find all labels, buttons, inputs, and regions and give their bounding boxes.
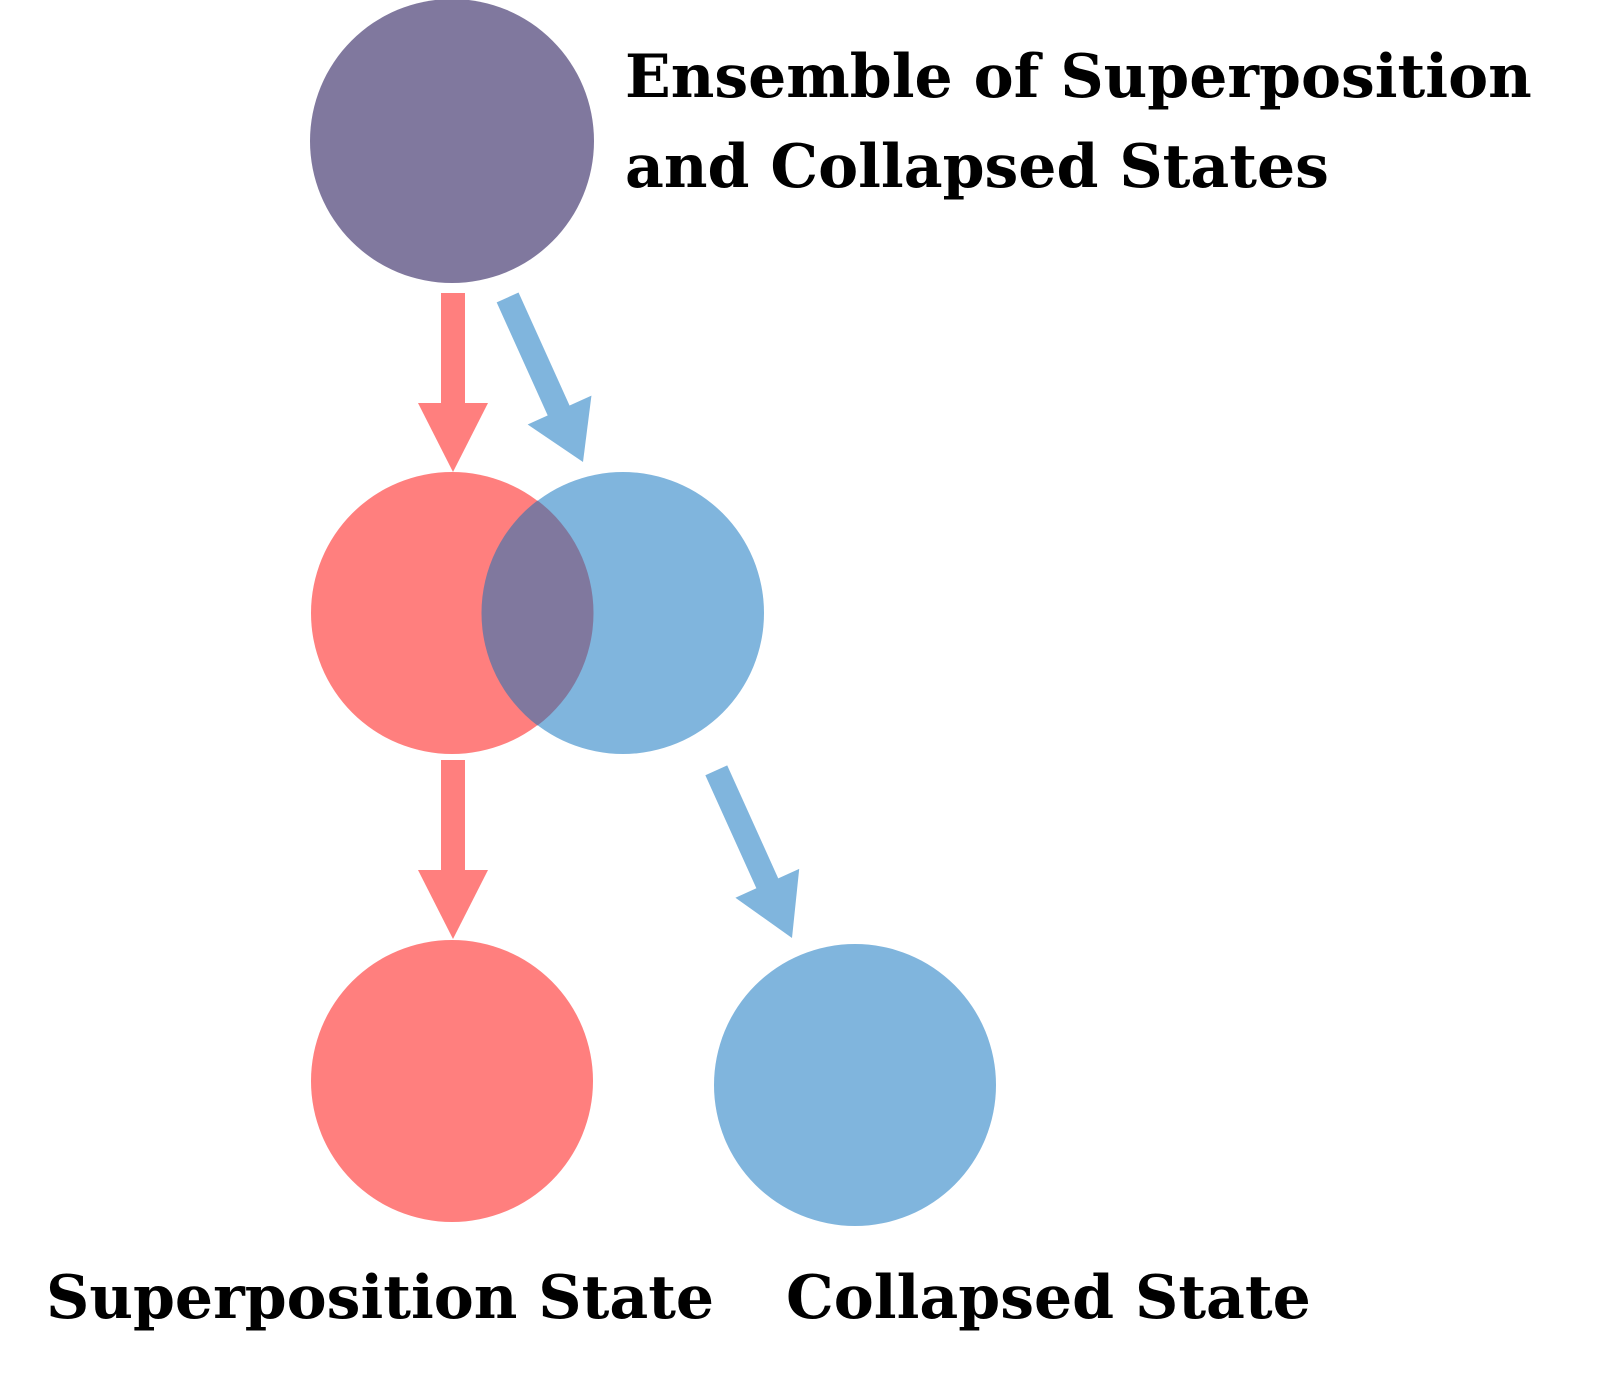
collapsed-state-circle — [714, 944, 996, 1226]
ensemble-label-line1: Ensemble of Superposition — [625, 42, 1532, 112]
ensemble-circle — [310, 0, 594, 283]
ensemble-label-line2: and Collapsed States — [625, 132, 1329, 202]
arrow-icon — [705, 765, 800, 938]
arrow-icon — [418, 293, 488, 472]
arrow-icon — [418, 760, 488, 939]
collapsed-state-label: Collapsed State — [786, 1263, 1311, 1333]
arrow-icon — [496, 292, 592, 462]
superposition-state-circle — [311, 940, 593, 1222]
overlap-region — [481, 500, 594, 726]
superposition-state-label: Superposition State — [46, 1263, 714, 1333]
